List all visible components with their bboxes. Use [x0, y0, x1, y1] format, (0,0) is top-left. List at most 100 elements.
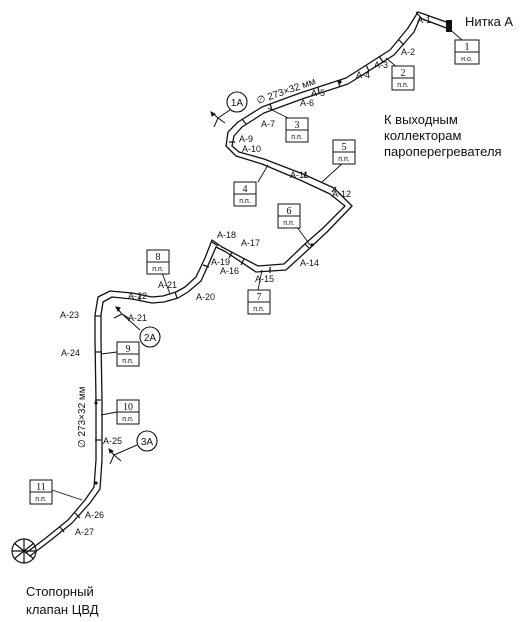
support-box-6: 6 п.п. [277, 203, 301, 229]
leader-box-5 [321, 161, 345, 183]
joint-a14 [304, 243, 310, 249]
destination-note-line-3: пароперегревателя [384, 144, 502, 159]
valve-label-line-1: Стопорный [26, 584, 94, 599]
support-box-8-type: п.п. [152, 266, 164, 273]
leader-box-1 [445, 25, 463, 41]
support-box-3-type: п.п. [291, 134, 303, 141]
support-box-4-type: п.п. [239, 198, 251, 205]
point-a12: А-12 [332, 189, 351, 199]
support-box-2: 2 п.п. [391, 65, 415, 91]
support-box-3-num: 3 [295, 120, 300, 131]
joint-a20 [174, 291, 178, 299]
marker-1a-label: 1А [231, 98, 244, 109]
point-a20: А-20 [196, 292, 215, 302]
support-box-1: 1 н.о. [454, 39, 480, 65]
joint-a27 [59, 526, 65, 533]
support-box-5-type: п.п. [338, 156, 350, 163]
point-a18: А-18 [217, 230, 236, 240]
support-box-7-num: 7 [257, 292, 262, 303]
point-a9: А-9 [239, 134, 253, 144]
destination-note-line-1: К выходным [384, 112, 458, 127]
line-start-flange [446, 20, 452, 32]
point-a17: А-17 [241, 238, 260, 248]
support-box-3: 3 п.п. [285, 117, 309, 143]
marker-3a: 3А [108, 430, 158, 465]
joint-a5 [337, 80, 341, 88]
point-a24: А-24 [61, 348, 80, 358]
marker-2a-label: 2А [144, 333, 157, 344]
leader-box-7 [257, 269, 263, 291]
support-box-9-num: 9 [126, 344, 131, 355]
point-a23: А-23 [60, 310, 79, 320]
support-box-1-type: н.о. [461, 56, 473, 63]
leader-box-11 [51, 489, 83, 501]
point-a3: А-3 [374, 60, 388, 70]
support-box-8-num: 8 [156, 252, 161, 263]
leader-box-10 [100, 411, 118, 416]
line-name: Нитка А [465, 14, 513, 29]
point-a22: А-22 [128, 291, 147, 301]
point-a27: А-27 [75, 527, 94, 537]
joint-a26 [74, 512, 81, 519]
support-box-9: 9 п.п. [116, 341, 140, 367]
leader-box-3 [267, 107, 289, 119]
point-a14: А-14 [300, 258, 319, 268]
pipe-outline-inner [29, 17, 450, 557]
joint-a6 [317, 86, 320, 94]
point-a15: А-15 [255, 274, 274, 284]
destination-note-line-2: коллекторам [384, 128, 462, 143]
pipe-outline-outer [25, 11, 450, 554]
weld-dot [94, 481, 98, 485]
support-box-9-type: п.п. [122, 358, 134, 365]
joint-a1 [415, 11, 423, 20]
support-box-4-num: 4 [243, 184, 248, 195]
point-a16: А-16 [220, 266, 239, 276]
point-a10: А-10 [242, 144, 261, 154]
point-a26: А-26 [85, 510, 104, 520]
joint-a2 [398, 39, 405, 46]
support-box-2-type: п.п. [397, 82, 409, 89]
point-a4: А-4 [356, 70, 370, 80]
support-box-11: 11 п.п. [29, 479, 53, 505]
support-box-10-num: 10 [123, 402, 133, 413]
point-a11: А-11 [290, 170, 308, 180]
point-a25: А-25 [103, 436, 122, 446]
joint-a12 [331, 186, 337, 193]
marker-1a: 1А [210, 91, 248, 128]
support-box-5-num: 5 [342, 142, 347, 153]
support-box-11-type: п.п. [35, 496, 47, 503]
joint-a18 [211, 241, 219, 247]
joint-a4 [365, 64, 370, 72]
joint-a19 [202, 264, 210, 268]
support-box-2-num: 2 [401, 68, 406, 79]
marker-2a: 2А [113, 306, 161, 348]
valve-label-line-2: клапан ЦВД [26, 602, 99, 617]
point-a21-upper: А-21 [158, 280, 177, 290]
joint-a11 [303, 171, 307, 178]
leader-box-4 [257, 164, 269, 183]
stop-valve-symbol [11, 538, 37, 564]
point-a1: А-1 [417, 15, 431, 25]
joint-a7 [269, 103, 273, 111]
point-a19: А-19 [211, 257, 230, 267]
support-box-10-type: п.п. [122, 416, 134, 423]
support-box-8: 8 п.п. [146, 249, 170, 275]
joint-a16 [240, 258, 245, 266]
weld-dot [338, 80, 342, 84]
joint-a3 [378, 55, 384, 63]
support-box-6-type: п.п. [283, 220, 295, 227]
support-box-11-num: 11 [36, 482, 46, 493]
support-box-4: 4 п.п. [233, 181, 257, 207]
support-box-5: 5 п.п. [332, 139, 356, 165]
support-box-7: 7 п.п. [247, 289, 271, 315]
joint-a9 [241, 118, 247, 125]
support-box-7-type: п.п. [253, 306, 265, 313]
weld-dot [310, 243, 314, 247]
point-a7: А-7 [261, 119, 275, 129]
joint-a17 [228, 251, 233, 259]
point-a6: А-6 [300, 98, 314, 108]
marker-3a-label: 3А [141, 437, 154, 448]
leader-box-9 [100, 351, 118, 355]
